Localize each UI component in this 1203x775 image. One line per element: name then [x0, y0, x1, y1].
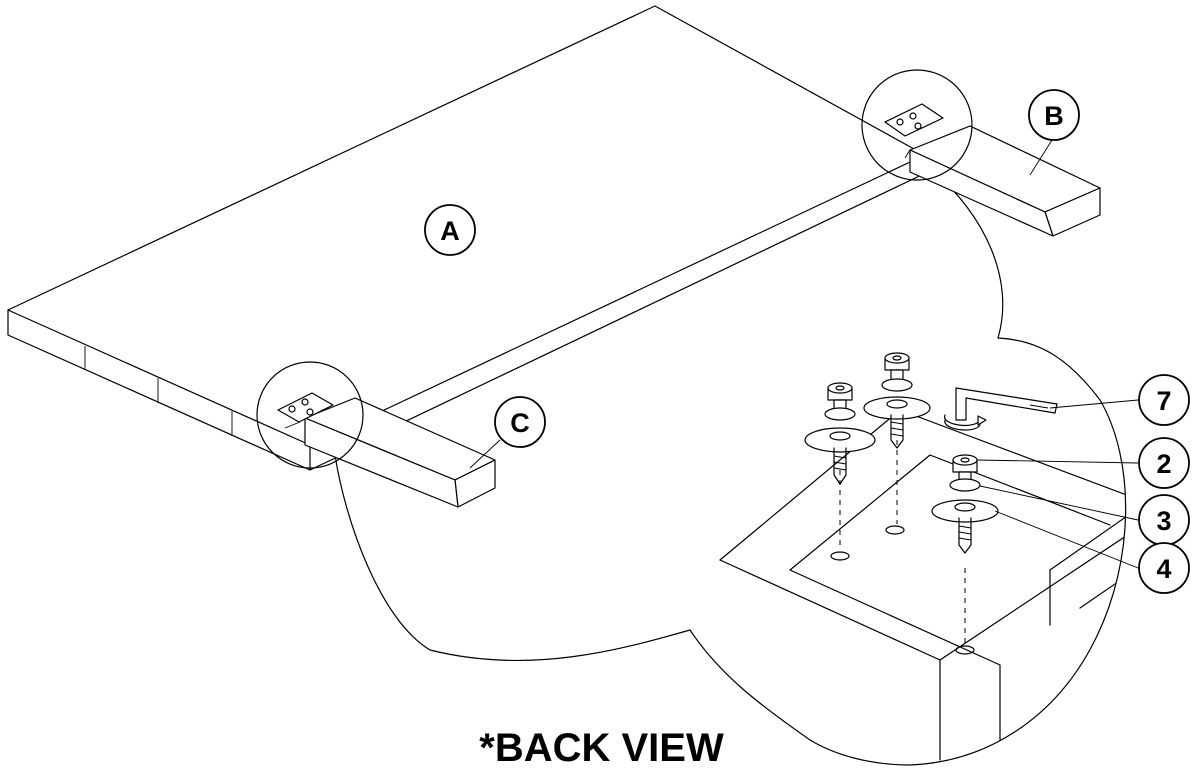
callout-b: B	[1028, 89, 1080, 141]
callout-c: C	[494, 396, 546, 448]
callout-a: A	[424, 204, 476, 256]
svg-text:A: A	[440, 216, 460, 246]
svg-text:C: C	[510, 408, 530, 438]
callout-7: 7	[1138, 374, 1190, 426]
callout-4: 4	[1138, 542, 1190, 594]
bolt-assembly-1	[804, 382, 876, 485]
svg-text:2: 2	[1156, 449, 1171, 479]
detail-circle-c	[256, 361, 364, 469]
bracket-b	[884, 103, 944, 137]
view-caption: *BACK VIEW	[479, 726, 724, 770]
front-rail	[304, 397, 496, 508]
detail-circle-b	[861, 69, 973, 181]
callout-2: 2	[1138, 437, 1190, 489]
allen-key-tool	[944, 387, 1058, 431]
leader-lines	[469, 139, 1139, 569]
svg-text:3: 3	[1156, 506, 1171, 536]
detail-view	[719, 352, 1126, 761]
detail-bubble-outline	[334, 169, 1127, 766]
svg-text:4: 4	[1156, 554, 1171, 584]
bolt-assembly-2	[863, 352, 931, 449]
svg-text:B: B	[1044, 101, 1064, 131]
svg-text:7: 7	[1156, 386, 1171, 416]
callout-3: 3	[1138, 494, 1190, 546]
bracket-c	[277, 392, 334, 429]
